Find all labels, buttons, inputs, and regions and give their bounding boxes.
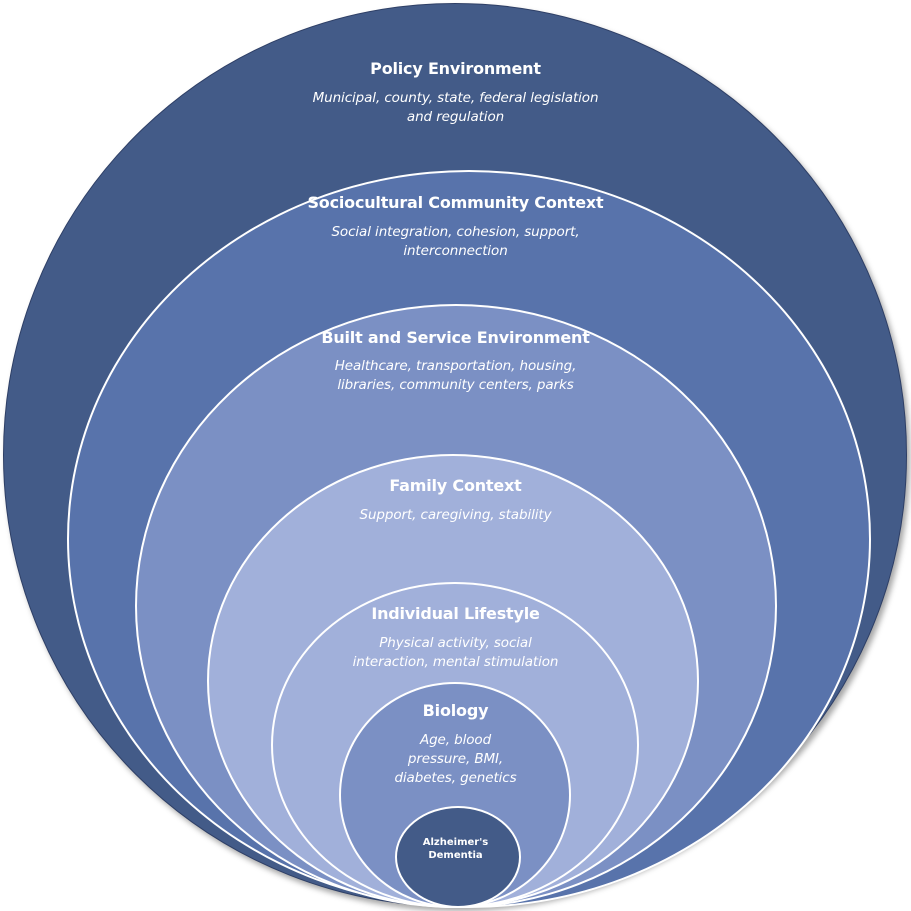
core-alzheimers-dementia	[395, 806, 521, 908]
sociocultural-community-context-description-line-1: Social integration, cohesion, support,	[331, 224, 580, 240]
core-title: Alzheimer's Dementia	[0, 836, 911, 862]
built-and-service-environment-description-line-2: libraries, community centers, parks	[337, 377, 574, 393]
policy-environment-description: Municipal, county, state, federal legisl…	[0, 89, 911, 127]
individual-lifestyle-description-line-1: Physical activity, social	[379, 635, 532, 651]
sociocultural-community-context-title: Sociocultural Community Context	[307, 193, 604, 212]
biology-description: Age, blood pressure, BMI, diabetes, gene…	[0, 731, 911, 788]
family-context-description-line-1: Support, caregiving, stability	[359, 507, 552, 523]
individual-lifestyle-description-line-2: interaction, mental stimulation	[352, 654, 559, 670]
family-context-title: Family Context	[389, 476, 522, 495]
core-title-line-2: Dementia	[428, 850, 483, 861]
policy-environment-description-line-1: Municipal, county, state, federal legisl…	[312, 90, 599, 106]
built-and-service-environment-title: Built and Service Environment	[321, 328, 590, 347]
biology-description-line-3: diabetes, genetics	[394, 770, 517, 786]
policy-environment-title: Policy Environment	[370, 59, 541, 78]
core-title-line-1: Alzheimer's	[422, 837, 489, 848]
biology-description-line-2: pressure, BMI,	[407, 751, 504, 767]
individual-lifestyle-title: Individual Lifestyle	[371, 604, 540, 623]
individual-lifestyle-description: Physical activity, social interaction, m…	[0, 634, 911, 672]
biology-description-line-1: Age, blood	[419, 732, 492, 748]
family-context-description: Support, caregiving, stability	[0, 506, 911, 525]
built-and-service-environment-description-line-1: Healthcare, transportation, housing,	[334, 358, 577, 374]
sociocultural-community-context-description: Social integration, cohesion, support, i…	[0, 223, 911, 261]
biology-title: Biology	[422, 701, 489, 720]
policy-environment-description-line-2: and regulation	[406, 109, 505, 125]
built-and-service-environment-description: Healthcare, transportation, housing, lib…	[0, 357, 911, 395]
sociocultural-community-context-description-line-2: interconnection	[403, 243, 508, 259]
